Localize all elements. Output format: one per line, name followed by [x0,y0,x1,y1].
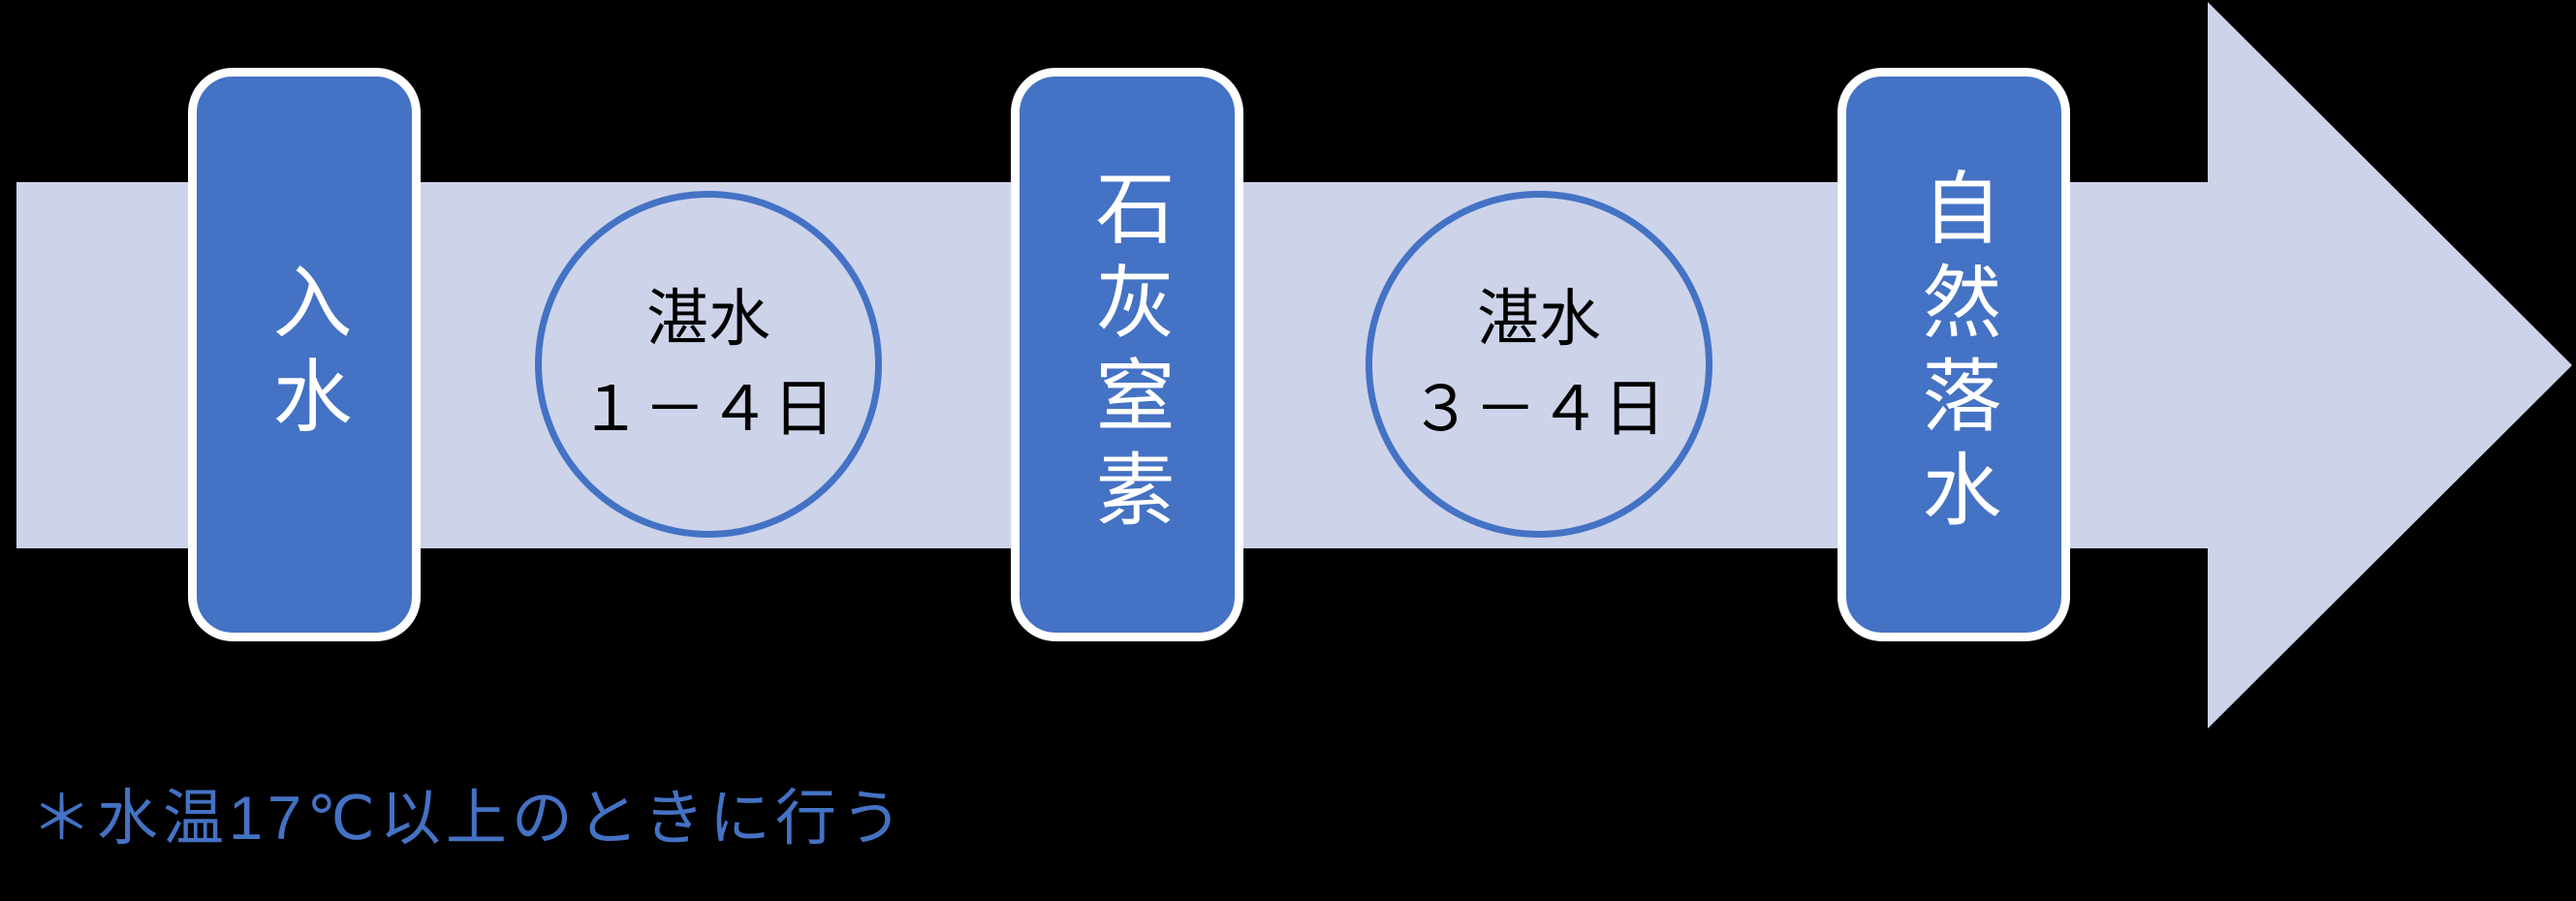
step-box-label: 自然落水 [1910,167,1998,543]
step-circle-flooding-1-4-days: 湛水 １－４日 [535,191,882,538]
circle-label-line2: ３－４日 [1409,374,1669,444]
step-circle-flooding-3-4-days: 湛水 ３－４日 [1366,191,1712,538]
step-box-label: 入水 [261,261,349,449]
step-box-label: 石灰窒素 [1084,167,1172,543]
step-box-natural-drainage: 自然落水 [1838,68,2070,641]
circle-label-line2: １－４日 [579,374,838,444]
circle-label-line1: 湛水 [1477,284,1601,355]
step-box-lime-nitrogen: 石灰窒素 [1011,68,1243,641]
step-box-water-intake: 入水 [188,68,421,641]
circle-label-line1: 湛水 [646,284,770,355]
water-temperature-footnote: ＊水温17℃以上のときに行う [31,785,907,853]
